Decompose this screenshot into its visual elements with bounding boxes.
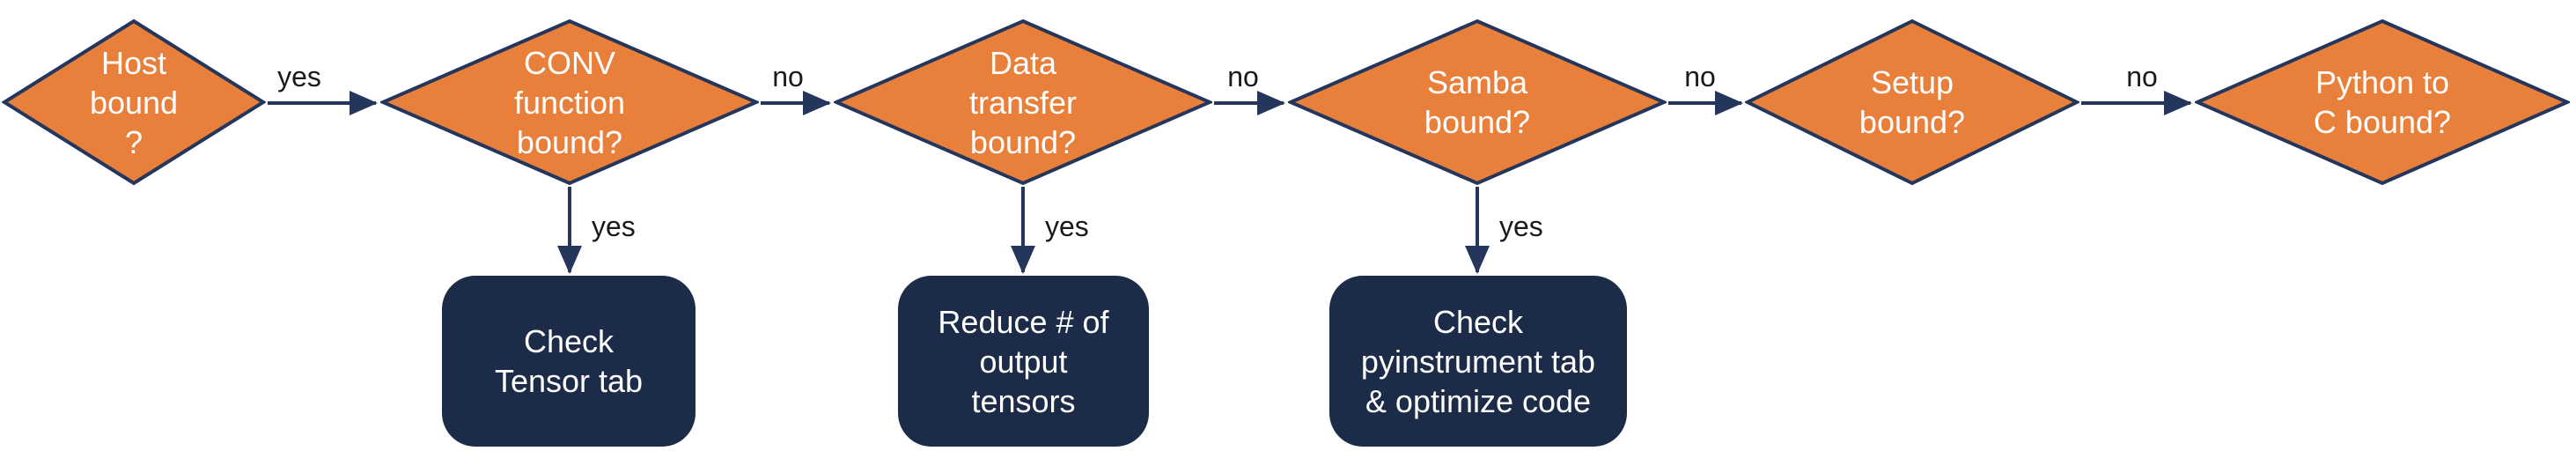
action-reduce-output-tensors: Reduce # of output tensors (898, 276, 1149, 447)
decision-label: Samba bound? (1424, 64, 1531, 140)
action-check-pyinstrument-optimize: Check pyinstrument tab & optimize code (1329, 276, 1627, 447)
decision-label: CONV function bound? (513, 44, 626, 160)
action-label: Reduce # of output tensors (938, 303, 1109, 419)
diamond-shape-icon (2, 18, 266, 186)
edge-label-yes-host-conv: yes (277, 61, 321, 92)
decision-label: Host bound ? (89, 44, 179, 160)
diamond-shape-icon (1288, 18, 1667, 186)
decision-samba-bound: Samba bound? (1288, 18, 1667, 186)
diamond-shape-icon (834, 18, 1212, 186)
edge-label-no-data-samba: no (1227, 61, 1259, 92)
edge-label-no-samba-setup: no (1684, 61, 1716, 92)
edge-label-yes-data-reduce: yes (1045, 211, 1089, 242)
edge-label-no-setup-python: no (2126, 61, 2158, 92)
edge-label-yes-samba-pyinstr: yes (1499, 211, 1543, 242)
action-label: Check pyinstrument tab & optimize code (1360, 303, 1596, 419)
diamond-shape-icon (1745, 18, 2079, 186)
decision-label: Data transfer bound? (968, 44, 1078, 160)
decision-data-transfer-bound: Data transfer bound? (834, 18, 1212, 186)
decision-host-bound: Host bound ? (2, 18, 266, 186)
decision-python-to-c-bound: Python to C bound? (2195, 18, 2570, 186)
action-label: Check Tensor tab (494, 323, 644, 399)
decision-label: Python to C bound? (2313, 64, 2452, 140)
edge-label-yes-conv-tensor: yes (592, 211, 636, 242)
diamond-shape-icon (2195, 18, 2570, 186)
diamond-shape-icon (380, 18, 759, 186)
edge-label-no-conv-data: no (772, 61, 804, 92)
decision-setup-bound: Setup bound? (1745, 18, 2079, 186)
action-check-tensor-tab: Check Tensor tab (442, 276, 696, 447)
decision-label: Setup bound? (1858, 64, 1966, 140)
decision-conv-function-bound: CONV function bound? (380, 18, 759, 186)
